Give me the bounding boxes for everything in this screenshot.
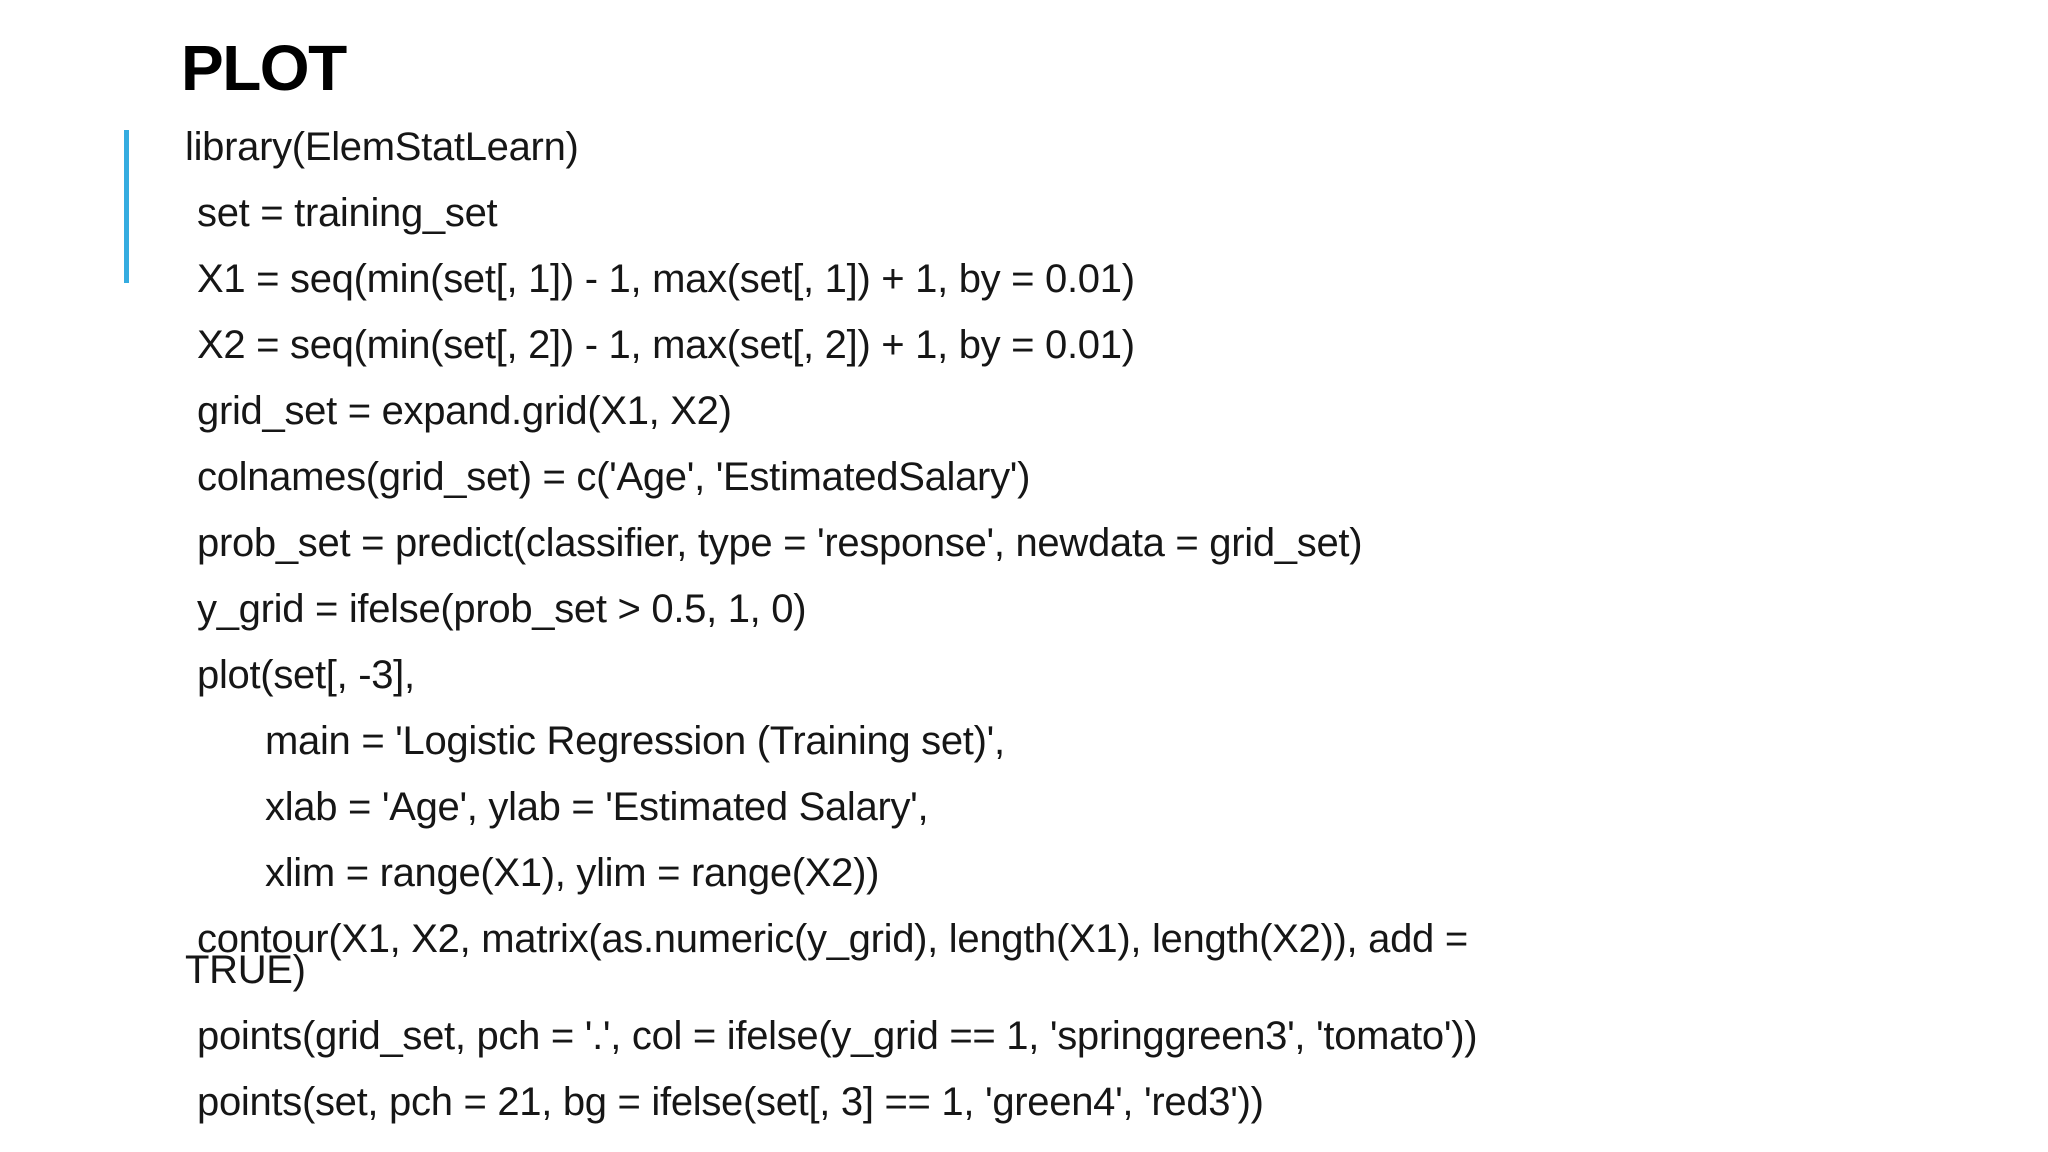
code-line: X2 = seq(min(set[, 2]) - 1, max(set[, 2]… (197, 323, 1135, 367)
code-line: grid_set = expand.grid(X1, X2) (197, 389, 732, 433)
code-block: library(ElemStatLearn) set = training_se… (185, 114, 1865, 1135)
code-line: y_grid = ifelse(prob_set > 0.5, 1, 0) (197, 587, 807, 631)
code-line: points(grid_set, pch = '.', col = ifelse… (197, 1014, 1478, 1058)
code-line: X1 = seq(min(set[, 1]) - 1, max(set[, 1]… (197, 257, 1135, 301)
code-line: plot(set[, -3], (197, 653, 415, 697)
code-line: points(set, pch = 21, bg = ifelse(set[, … (197, 1080, 1264, 1124)
code-line: library(ElemStatLearn) (185, 125, 579, 169)
code-line: main = 'Logistic Regression (Training se… (265, 719, 1005, 763)
code-line: xlab = 'Age', ylab = 'Estimated Salary', (265, 785, 929, 829)
accent-bar (124, 130, 129, 283)
code-line: set = training_set (197, 191, 498, 235)
code-line: TRUE) (185, 948, 306, 992)
slide-title: PLOT (181, 32, 347, 104)
code-line: colnames(grid_set) = c('Age', 'Estimated… (197, 455, 1031, 499)
code-line: prob_set = predict(classifier, type = 'r… (197, 521, 1363, 565)
code-line: xlim = range(X1), ylim = range(X2)) (265, 851, 880, 895)
code-line: contour(X1, X2, matrix(as.numeric(y_grid… (197, 917, 1468, 961)
